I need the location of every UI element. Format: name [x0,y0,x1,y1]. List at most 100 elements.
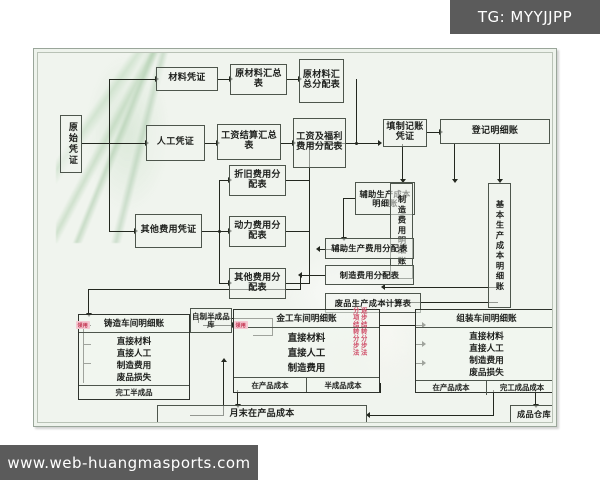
tg-badge-label: TG: MYYJJPP [477,8,573,26]
node-gongzi-fuli-fenpeibiao[interactable]: 工资及福利费用分配表 [293,118,346,168]
arrowhead [400,179,406,183]
connector [427,132,440,134]
watermark-badge: www.web-huangmasports.com [0,445,258,480]
connector [287,79,299,81]
node-dengji-mingxizhang[interactable]: 登记明细账 [440,119,550,144]
connector [300,275,325,277]
node-tianzhi-jizhang-pingzheng[interactable]: 填制记账凭证 [383,119,427,147]
node-label: 辅助生产成本明细账 [359,188,411,208]
connector [380,383,382,393]
node-rengong-pingzheng[interactable]: 人工凭证 [146,125,205,161]
panel-footer-cell: 完工半成品 [115,388,153,397]
node-label: 月末在产品成本 [229,409,295,420]
panel-item: 直接人工 [469,343,504,354]
panel-footer: 在产品成本 完工成品成本 [416,379,552,395]
tg-badge: TG: MYYJJPP [450,0,600,34]
node-cailiao-pingzheng[interactable]: 材料凭证 [156,67,218,91]
connector [237,390,239,405]
panel-item: 废品损失 [116,372,152,383]
panel-item: 直接材料 [469,331,504,342]
connector [202,231,219,233]
panel-item: 直接人工 [287,348,326,360]
panel-item: 废品损失 [469,367,504,378]
panel-footer: 完工半成品 [79,384,189,400]
node-qita-feiyong-pingzheng[interactable]: 其他费用凭证 [135,214,202,248]
diagram-canvas: 原始凭证 材料凭证 人工凭证 其他费用凭证 原材料汇总表 原材料汇总分配表 工资… [37,52,553,423]
connector [286,283,310,285]
node-label: 材料凭证 [168,73,206,84]
node-label: 废品生产成本计算表 [334,297,412,308]
panel-header: 金工车间明细账 [234,310,379,328]
annotation-text: 分项结转分步法 [351,307,360,356]
node-label: 自制半成品库 [192,311,230,329]
node-label: 基本生产成本明细账 [494,199,505,292]
annotation-tag-zhuzao-lingyong: 领用 [76,321,90,329]
node-chengpin-cangku[interactable]: 成品仓库 [510,405,552,422]
node-jiben-shengchan-chengben-mingxizhang[interactable]: 基本生产成本明细账 [488,183,511,308]
panel-footer-cell: 完工成品成本 [486,380,552,395]
node-zizhi-banchengpin-ku[interactable]: 自制半成品库 [190,308,232,333]
connector [493,390,495,416]
connector [286,180,310,182]
connector [300,275,302,289]
arrowhead [497,179,503,183]
node-dongli-feiyong-fenpeibiao[interactable]: 动力费用分配表 [229,216,286,247]
node-label: 原始凭证 [66,122,77,166]
node-yuanshi-pingzheng[interactable]: 原始凭证 [60,115,82,173]
panel-item: 直接人工 [116,348,152,359]
node-label: 辅助生产费用分配表 [331,243,408,254]
connector [402,144,404,180]
connector [368,415,493,417]
connector [343,198,355,200]
arrowhead [381,284,385,290]
connector [383,302,498,304]
annotation-zhubu-jiezhuan-fenbufa: 逐步结转分步法 [359,307,368,359]
panel-body: 直接材料 直接人工 制造费用 废品损失 [79,333,189,385]
watermark-label: www.web-huangmasports.com [7,453,251,472]
arrowhead [221,358,227,362]
node-label: 成品仓库 [517,408,551,419]
connector [380,325,415,327]
connector [88,289,301,291]
node-label: 其他费用凭证 [140,225,197,236]
node-label: 制造费用分配表 [339,269,400,280]
junction-dot [355,142,358,145]
connector [88,289,90,314]
node-qita-feiyong-fenpeibiao[interactable]: 其他费用分配表 [229,268,286,299]
panel-footer-cell: 在产品成本 [432,383,470,392]
connector [309,143,311,284]
panel-item: 制造费用 [287,363,326,375]
panel-jingong-workshop-ledger[interactable]: 金工车间明细账 直接材料 直接人工 制造费用 在产品成本 半成品成本 [233,309,380,393]
arrowhead [316,246,320,252]
diagram-frame: 原始凭证 材料凭证 人工凭证 其他费用凭证 原材料汇总表 原材料汇总分配表 工资… [33,48,557,427]
node-yuemo-zaichanpin-chengben[interactable]: 月末在产品成本 [157,405,367,422]
annotation-fenxiang-jiezhuan-fenbufa: 分项结转分步法 [351,307,360,359]
panel-body: 直接材料 直接人工 制造费用 废品损失 [416,328,552,380]
panel-zuzhuang-workshop-ledger[interactable]: 组装车间明细账 直接材料 直接人工 制造费用 废品损失 在产品成本 完工成品成本 [415,309,552,395]
connector [383,287,498,289]
node-fuzhu-shengchan-feiyong-fenpeibiao[interactable]: 辅助生产费用分配表 [325,238,414,259]
connector [109,79,156,81]
node-yuancailiao-huizong-fenpeibiao[interactable]: 原材料汇总分配表 [299,59,344,103]
connector [205,143,217,145]
connector [286,231,310,233]
panel-zhuzao-workshop-ledger[interactable]: 铸造车间明细账 直接材料 直接人工 制造费用 废品损失 完工半成品 [78,314,190,400]
connector [109,79,111,231]
panel-header: 铸造车间明细账 [79,315,189,333]
connector [535,390,537,405]
connector [218,79,230,81]
connector [499,144,501,180]
panel-item: 直接材料 [287,333,326,345]
annotation-text: 逐步结转分步法 [359,307,368,356]
node-label: 工资结算汇总表 [221,131,277,151]
node-label: 折旧费用分配表 [234,169,281,190]
node-zhizao-feiyong-fenpeibiao[interactable]: 制造费用分配表 [325,265,414,285]
node-gongzi-jiesuan-huizongbiao[interactable]: 工资结算汇总表 [217,124,281,160]
node-yuancailiao-huizongbiao[interactable]: 原材料汇总表 [230,64,287,95]
connector [356,79,357,81]
panel-footer-cell: 半成品成本 [306,378,379,392]
node-label: 填制记账凭证 [386,122,424,142]
annotation-tag-jingong-lingyong: 领用 [234,321,248,329]
node-zhejiu-feiyong-fenpeibiao[interactable]: 折旧费用分配表 [229,165,286,196]
panel-item: 制造费用 [116,360,152,371]
